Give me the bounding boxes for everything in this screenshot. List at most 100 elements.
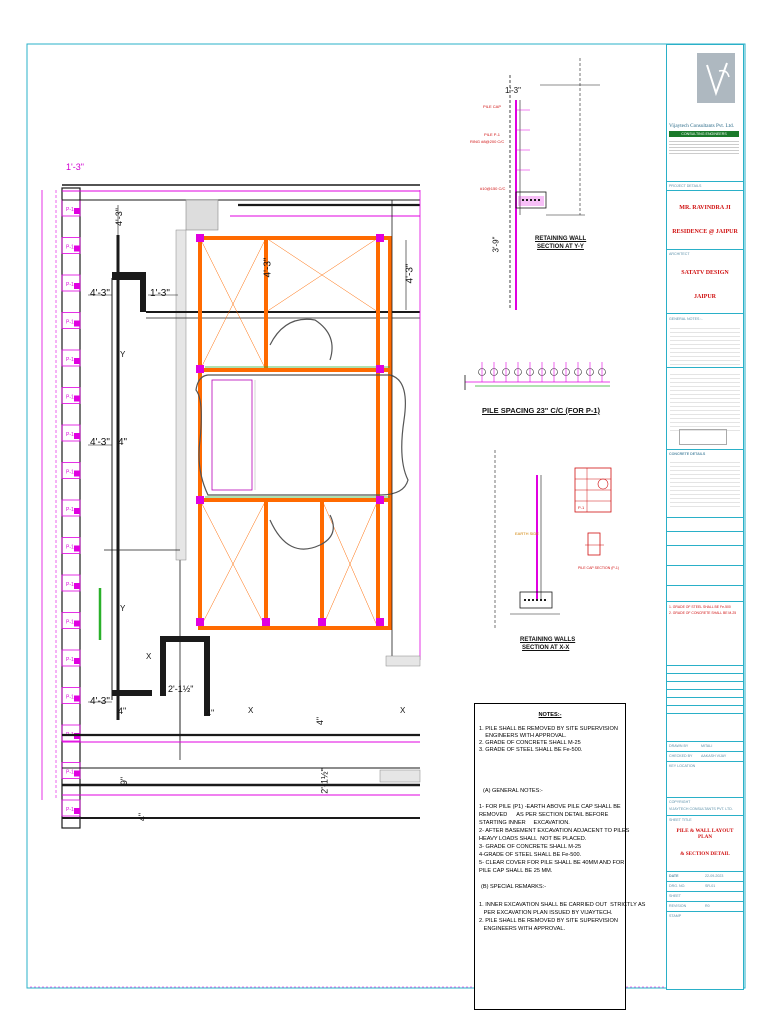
pile-spacing-piles <box>478 362 606 382</box>
general-notes-heading: (A) GENERAL NOTES:- <box>483 788 543 794</box>
architect-line-2: JAIPUR <box>694 294 716 300</box>
general-notes-text <box>670 325 740 365</box>
sheet-label: SHEET <box>669 894 681 898</box>
sheet-title-label: SHEET TITLE <box>669 818 692 822</box>
plan-dim-e: 4'-3" <box>90 696 110 707</box>
plan-dim-bot-a: 4" <box>315 716 326 726</box>
company-address <box>669 139 739 155</box>
sheet-title-1: PILE & WALL LAYOUT PLAN <box>676 828 734 840</box>
pile-label: P-1 <box>66 245 74 251</box>
gn-1b: REMOVED AS PER SECTION DETAIL BEFORE <box>479 812 609 818</box>
gn-4: 4-GRADE OF STEEL SHALL BE Fe-500. <box>479 852 582 858</box>
pile-label: P-1 <box>66 582 74 588</box>
pile-square <box>74 283 80 289</box>
company-name: Vijaytech Consultants Pvt. Ltd. <box>669 123 734 129</box>
stamp-label: STAMP <box>669 914 682 918</box>
yy-ring-label: RING #8@200 C/C <box>470 139 505 144</box>
beam-grid <box>198 236 392 630</box>
sheet-border <box>26 43 746 989</box>
sheet-title-2: & SECTION DETAIL <box>680 851 730 857</box>
sr-2b: ENGINEERS WITH APPROVAL. <box>479 926 565 932</box>
copyright-label: COPYRIGHT <box>669 800 691 804</box>
yy-title-1: RETAINING WALL <box>535 236 587 242</box>
yy-dim-side: 3'-9" <box>491 236 501 253</box>
pile-square <box>74 395 80 402</box>
mark-y-1: Y <box>120 350 126 359</box>
tb-note-b: 2. GRADE OF CONCRETE SHALL BE M-25 <box>669 611 737 615</box>
pile-label: P-1 <box>66 395 74 401</box>
drawn-by-label: DRAWN BY <box>669 744 689 748</box>
mini-table <box>679 429 727 445</box>
project-details-label: PROJECT DETAILS <box>669 184 702 188</box>
key-location-label: KEY LOCATION <box>669 764 696 768</box>
pile-square <box>74 433 80 439</box>
plan-dim-g: 2'-1½" <box>168 684 194 694</box>
pile-square <box>74 770 80 777</box>
grid-piles <box>196 234 384 626</box>
general-notes-label: GENERAL NOTES :- <box>669 317 703 321</box>
gn-3: 3- GRADE OF CONCRETE SHALL M-25 <box>479 844 582 850</box>
gn-1c: STARTING INNER EXCAVATION. <box>479 820 570 826</box>
pile-square <box>74 658 80 664</box>
mark-x-1: X <box>146 652 152 661</box>
date-label: DATE <box>669 874 679 878</box>
plan-dim-b: 1'-3" <box>150 288 170 299</box>
beam-crosses <box>199 237 379 629</box>
section-xx <box>494 450 560 630</box>
concrete-details-text <box>670 459 740 509</box>
mark-x-2: X <box>248 706 254 715</box>
yy-pile-cap-label: PILE CAP <box>483 104 502 109</box>
mark-x-3: X <box>400 706 406 715</box>
pile-square <box>74 208 80 214</box>
plan-dim-a: 4'-3" <box>90 288 110 299</box>
xx-title-1: RETAINING WALLS <box>520 637 576 643</box>
title-block: Vijaytech Consultants Pvt. Ltd. CONSULTI… <box>666 44 744 990</box>
mark-y-2: Y <box>120 604 126 613</box>
project-line-1: MR. RAVINDRA JI <box>679 205 731 211</box>
central-feature <box>195 318 409 550</box>
pile-cap-table <box>574 467 612 556</box>
note-1b: ENGINEERS WITH APPROVAL. <box>479 733 567 739</box>
note-1a: 1. PILE SHALL BE REMOVED BY SITE SUPERVI… <box>479 726 618 732</box>
pile-label: P-1 <box>66 507 74 513</box>
sr-1b: PER EXCAVATION PLAN ISSUED BY VIJAYTECH. <box>479 910 613 916</box>
dimension-lines <box>88 205 407 703</box>
pile-label: P-1 <box>66 657 74 663</box>
pile-markers: P-1P-1P-1P-1P-1P-1P-1P-1P-1P-1P-1P-1P-1P… <box>61 199 81 817</box>
notes-heading: NOTES:- <box>538 712 562 718</box>
plan-dim-c: 4'-3" <box>90 437 110 448</box>
notes-box: NOTES:- 1. PILE SHALL BE REMOVED BY SITE… <box>474 703 645 1010</box>
yy-pile-label: PILE P-1 <box>484 132 501 137</box>
date-value: 22-09-2023 <box>705 874 724 878</box>
gn-5b: PILE CAP SHALL BE 25 MM. <box>479 868 553 874</box>
sr-2a: 2. PILE SHALL BE REMOVED BY SITE SUPERVI… <box>479 918 618 924</box>
architect-label: ARCHITECT <box>669 252 690 256</box>
revision-value: R0 <box>705 904 710 908</box>
special-remarks-heading: (B) SPECIAL REMARKS:- <box>481 884 547 890</box>
pile-square <box>74 583 80 589</box>
plan-dim-d: 4" <box>118 437 128 448</box>
plan-dim-top: 1'-3" <box>66 162 84 172</box>
pile-square <box>74 808 80 814</box>
pile-label: P-1 <box>66 470 74 476</box>
plan-dim-f: 4" <box>118 706 127 716</box>
yy-reinf-label: #10@150 C/C <box>480 186 506 191</box>
drawn-by-value: MITALI <box>701 744 713 748</box>
gn-5a: 5- CLEAR COVER FOR PILE SHALL BE 40MM AN… <box>479 860 625 866</box>
plan-dim-h: 4" <box>206 708 215 718</box>
pile-spacing-title: PILE SPACING 23" C/C (FOR P-1) <box>482 406 601 415</box>
plan-dim-bot-d: 4" <box>137 812 148 822</box>
pile-spacing-detail <box>464 375 610 390</box>
xx-soil-label: EARTH SIDE <box>515 531 539 536</box>
pile-label: P-1 <box>66 770 74 776</box>
pile-label: P-1 <box>66 282 74 288</box>
drg-no-label: DRG. NO. <box>669 884 686 888</box>
tb-note-a: 1. GRADE OF STEEL SHALL BE Fe-500 <box>669 605 731 609</box>
pile-square <box>74 320 80 327</box>
company-logo <box>697 53 735 103</box>
sr-1a: 1. INNER EXCAVATION SHALL BE CARRIED OUT… <box>479 902 646 908</box>
architect-line-1: SATATV DESIGN <box>681 270 729 276</box>
pile-square <box>74 245 80 252</box>
